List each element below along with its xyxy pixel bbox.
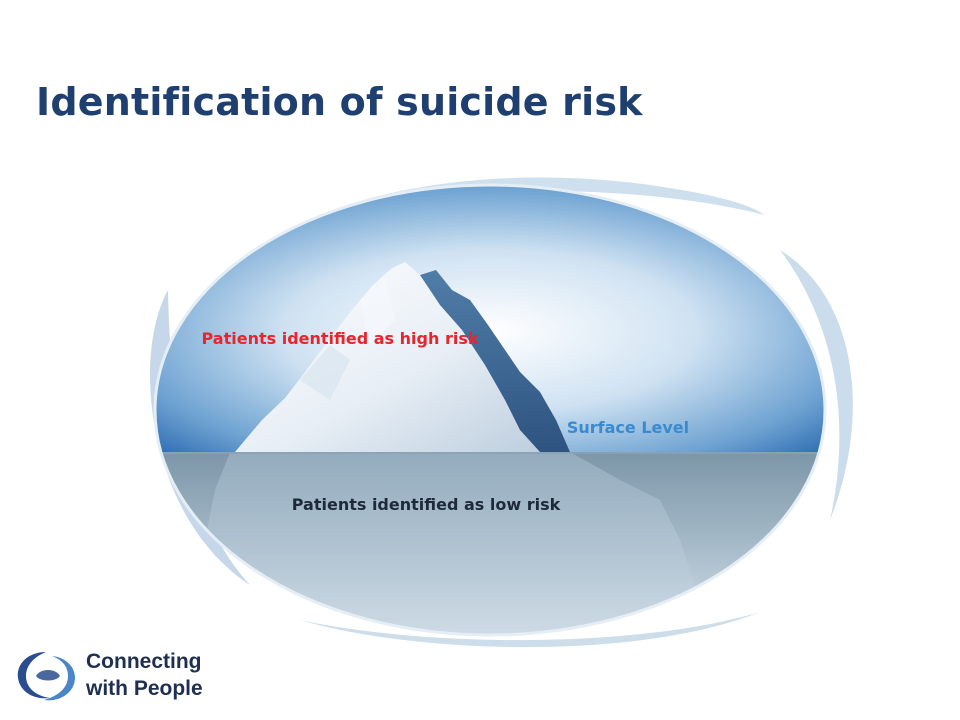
- low-risk-label: Patients identified as low risk: [291, 495, 561, 514]
- logo-line-1: Connecting: [86, 650, 202, 673]
- slide-title: Identification of suicide risk: [36, 80, 643, 124]
- high-risk-label: Patients identified as high risk: [201, 329, 479, 348]
- logo-line-2: with People: [86, 677, 203, 700]
- connecting-with-people-logo: Connecting with People: [14, 644, 224, 706]
- iceberg-scene: [155, 185, 825, 635]
- surface-level-label: Surface Level: [566, 418, 690, 437]
- logo-mark-icon: [17, 652, 76, 701]
